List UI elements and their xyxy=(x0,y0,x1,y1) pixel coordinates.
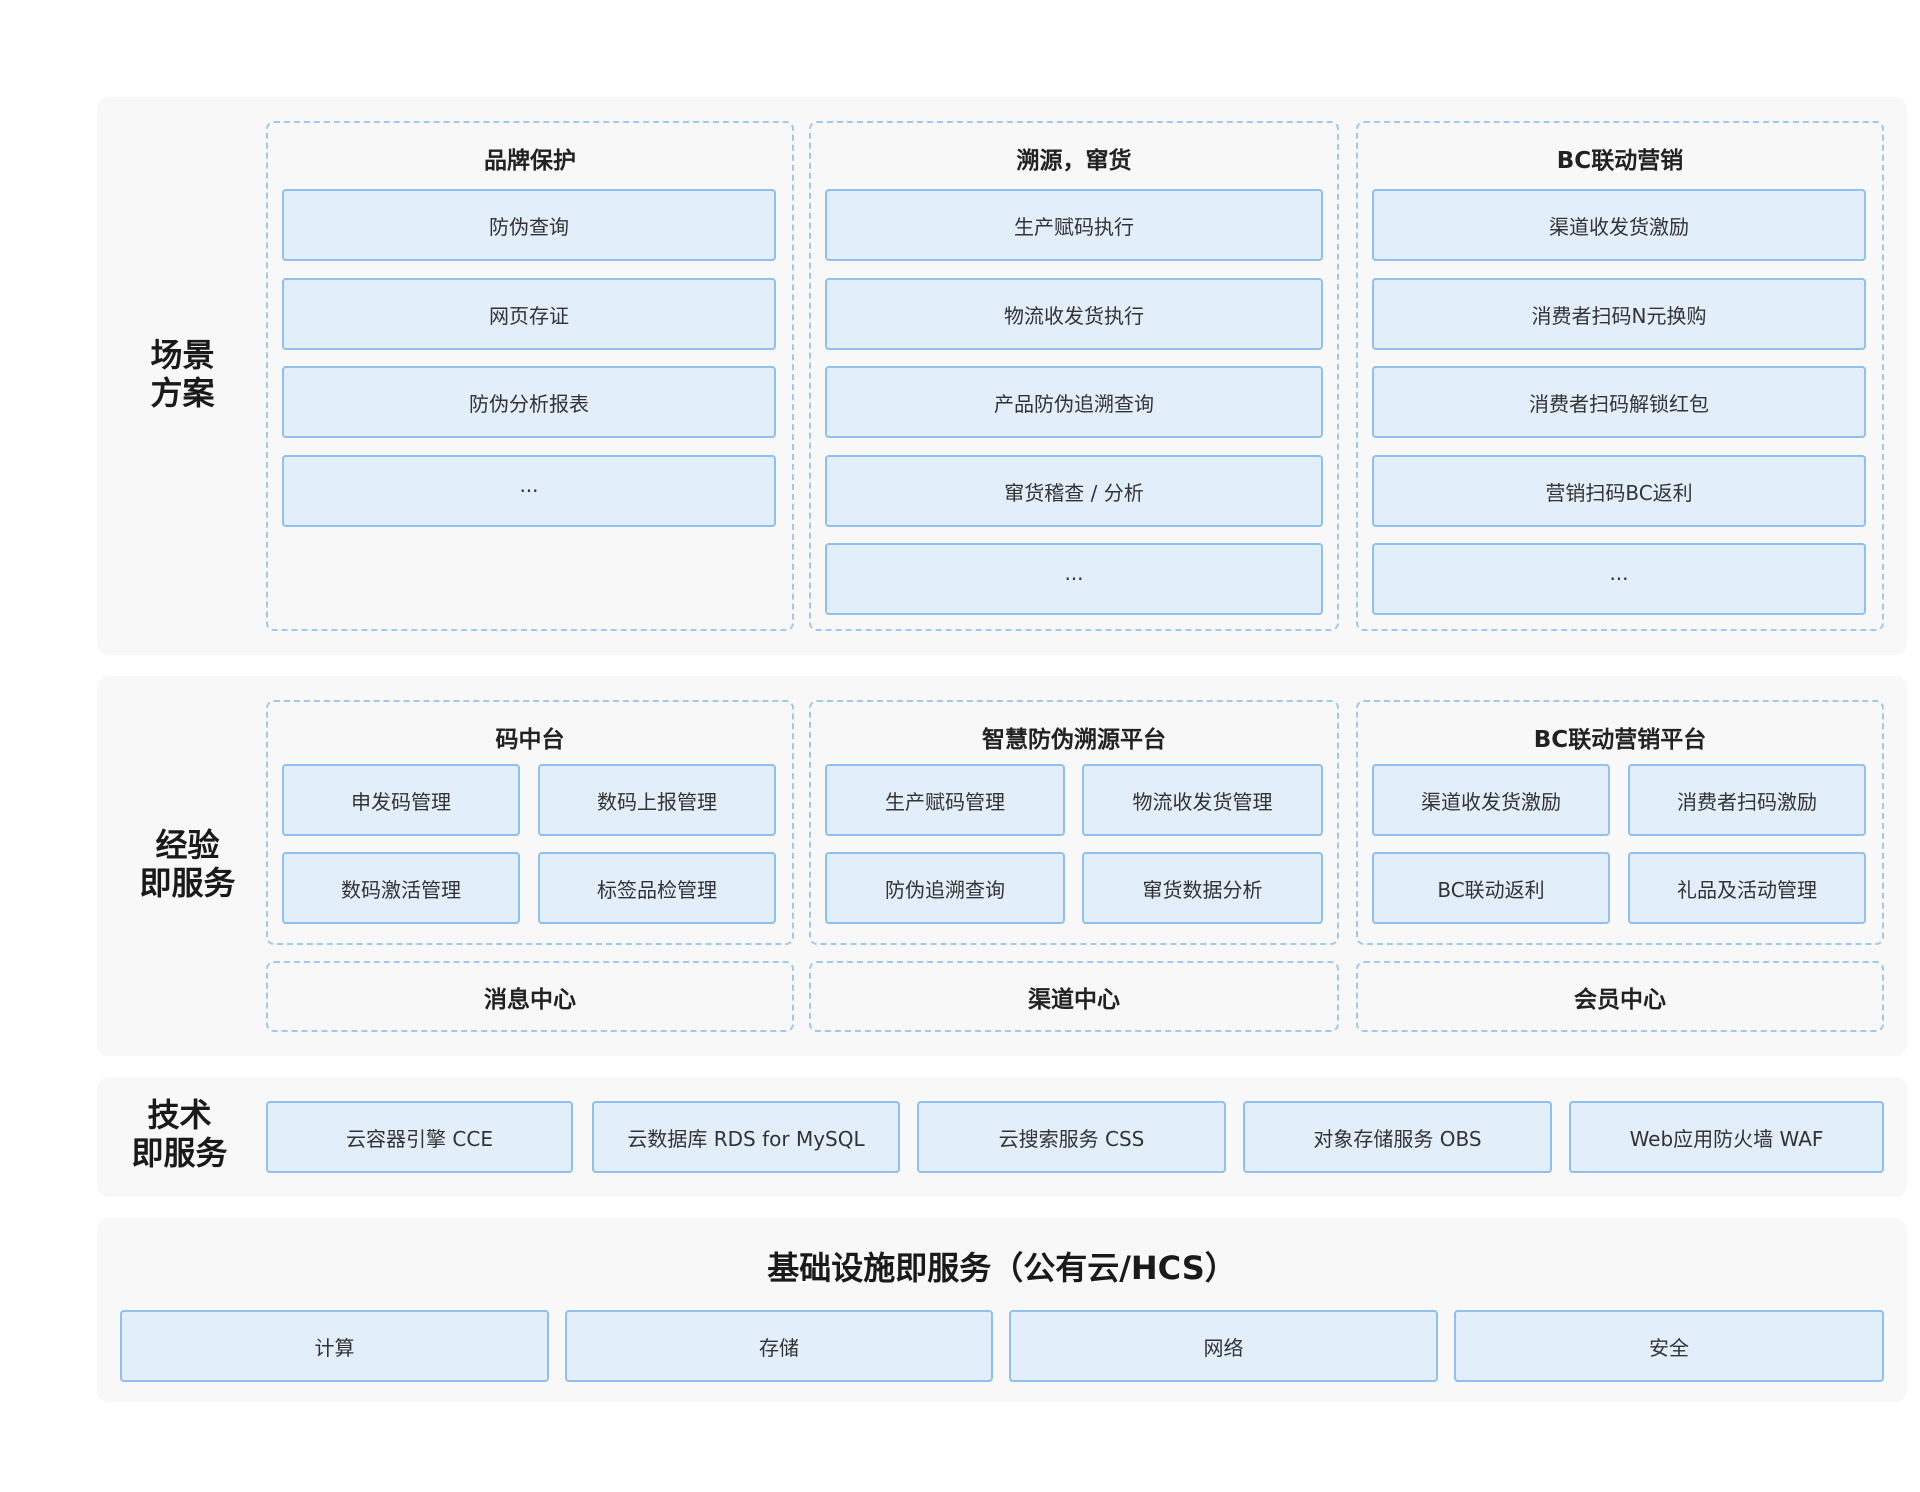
platform-item[interactable]: 消费者扫码激励 xyxy=(1628,764,1866,836)
group-title: 智慧防伪溯源平台 xyxy=(982,727,1166,753)
platform-item[interactable]: 物流收发货管理 xyxy=(1082,764,1323,836)
infra-item-security[interactable]: 安全 xyxy=(1454,1310,1884,1382)
tech-layer-label: 技术 即服务 xyxy=(131,1096,228,1172)
platform-item[interactable]: 礼品及活动管理 xyxy=(1628,852,1866,924)
platform-item[interactable]: 申发码管理 xyxy=(282,764,520,836)
platform-item[interactable]: 窜货数据分析 xyxy=(1082,852,1323,924)
scenario-item[interactable]: 窜货稽查 / 分析 xyxy=(825,455,1323,527)
infra-item-network[interactable]: 网络 xyxy=(1009,1310,1438,1382)
infra-layer-title: 基础设施即服务（公有云/HCS） xyxy=(767,1249,1237,1287)
scenario-item[interactable]: 产品防伪追溯查询 xyxy=(825,366,1323,438)
scenario-item[interactable]: 防伪分析报表 xyxy=(282,366,776,438)
platform-group-bc-marketing: BC联动营销平台 xyxy=(1356,700,1884,945)
center-channel[interactable]: 渠道中心 xyxy=(809,961,1339,1032)
scenario-item[interactable]: 防伪查询 xyxy=(282,189,776,261)
scenario-group-brand-protection: 品牌保护 xyxy=(266,121,794,631)
scenario-item[interactable]: 网页存证 xyxy=(282,278,776,350)
experience-layer-label: 经验 即服务 xyxy=(139,826,236,902)
platform-group-traceability: 智慧防伪溯源平台 xyxy=(809,700,1339,945)
center-member[interactable]: 会员中心 xyxy=(1356,961,1884,1032)
scenario-item-more[interactable]: ··· xyxy=(1372,543,1866,615)
platform-item[interactable]: 防伪追溯查询 xyxy=(825,852,1065,924)
group-title: 码中台 xyxy=(495,727,565,753)
platform-item[interactable]: 数码上报管理 xyxy=(538,764,776,836)
platform-group-code-center: 码中台 xyxy=(266,700,794,945)
scenario-item-more[interactable]: ··· xyxy=(282,455,776,527)
platform-item[interactable]: BC联动返利 xyxy=(1372,852,1610,924)
center-message[interactable]: 消息中心 xyxy=(266,961,794,1032)
scenario-item[interactable]: 渠道收发货激励 xyxy=(1372,189,1866,261)
scenario-item-more[interactable]: ··· xyxy=(825,543,1323,615)
platform-item[interactable]: 生产赋码管理 xyxy=(825,764,1065,836)
platform-item[interactable]: 数码激活管理 xyxy=(282,852,520,924)
group-title: 溯源，窜货 xyxy=(1016,148,1132,174)
tech-service[interactable]: 云搜索服务 CSS xyxy=(917,1101,1226,1173)
scenario-item[interactable]: 消费者扫码N元换购 xyxy=(1372,278,1866,350)
tech-service[interactable]: Web应用防火墙 WAF xyxy=(1569,1101,1884,1173)
infra-item-storage[interactable]: 存储 xyxy=(565,1310,993,1382)
scenario-item[interactable]: 消费者扫码解锁红包 xyxy=(1372,366,1866,438)
group-title: BC联动营销 xyxy=(1556,148,1684,174)
group-title: 品牌保护 xyxy=(484,148,576,174)
scenario-group-bc-marketing: BC联动营销 xyxy=(1356,121,1884,631)
scenario-item[interactable]: 物流收发货执行 xyxy=(825,278,1323,350)
infra-item-compute[interactable]: 计算 xyxy=(120,1310,549,1382)
platform-item[interactable]: 渠道收发货激励 xyxy=(1372,764,1610,836)
scenario-layer-label: 场景 方案 xyxy=(150,336,215,412)
scenario-item[interactable]: 生产赋码执行 xyxy=(825,189,1323,261)
scenario-group-traceability: 溯源，窜货 xyxy=(809,121,1339,631)
tech-service[interactable]: 对象存储服务 OBS xyxy=(1243,1101,1552,1173)
tech-service[interactable]: 云容器引擎 CCE xyxy=(266,1101,573,1173)
tech-service[interactable]: 云数据库 RDS for MySQL xyxy=(592,1101,900,1173)
scenario-item[interactable]: 营销扫码BC返利 xyxy=(1372,455,1866,527)
platform-item[interactable]: 标签品检管理 xyxy=(538,852,776,924)
group-title: BC联动营销平台 xyxy=(1533,727,1707,753)
